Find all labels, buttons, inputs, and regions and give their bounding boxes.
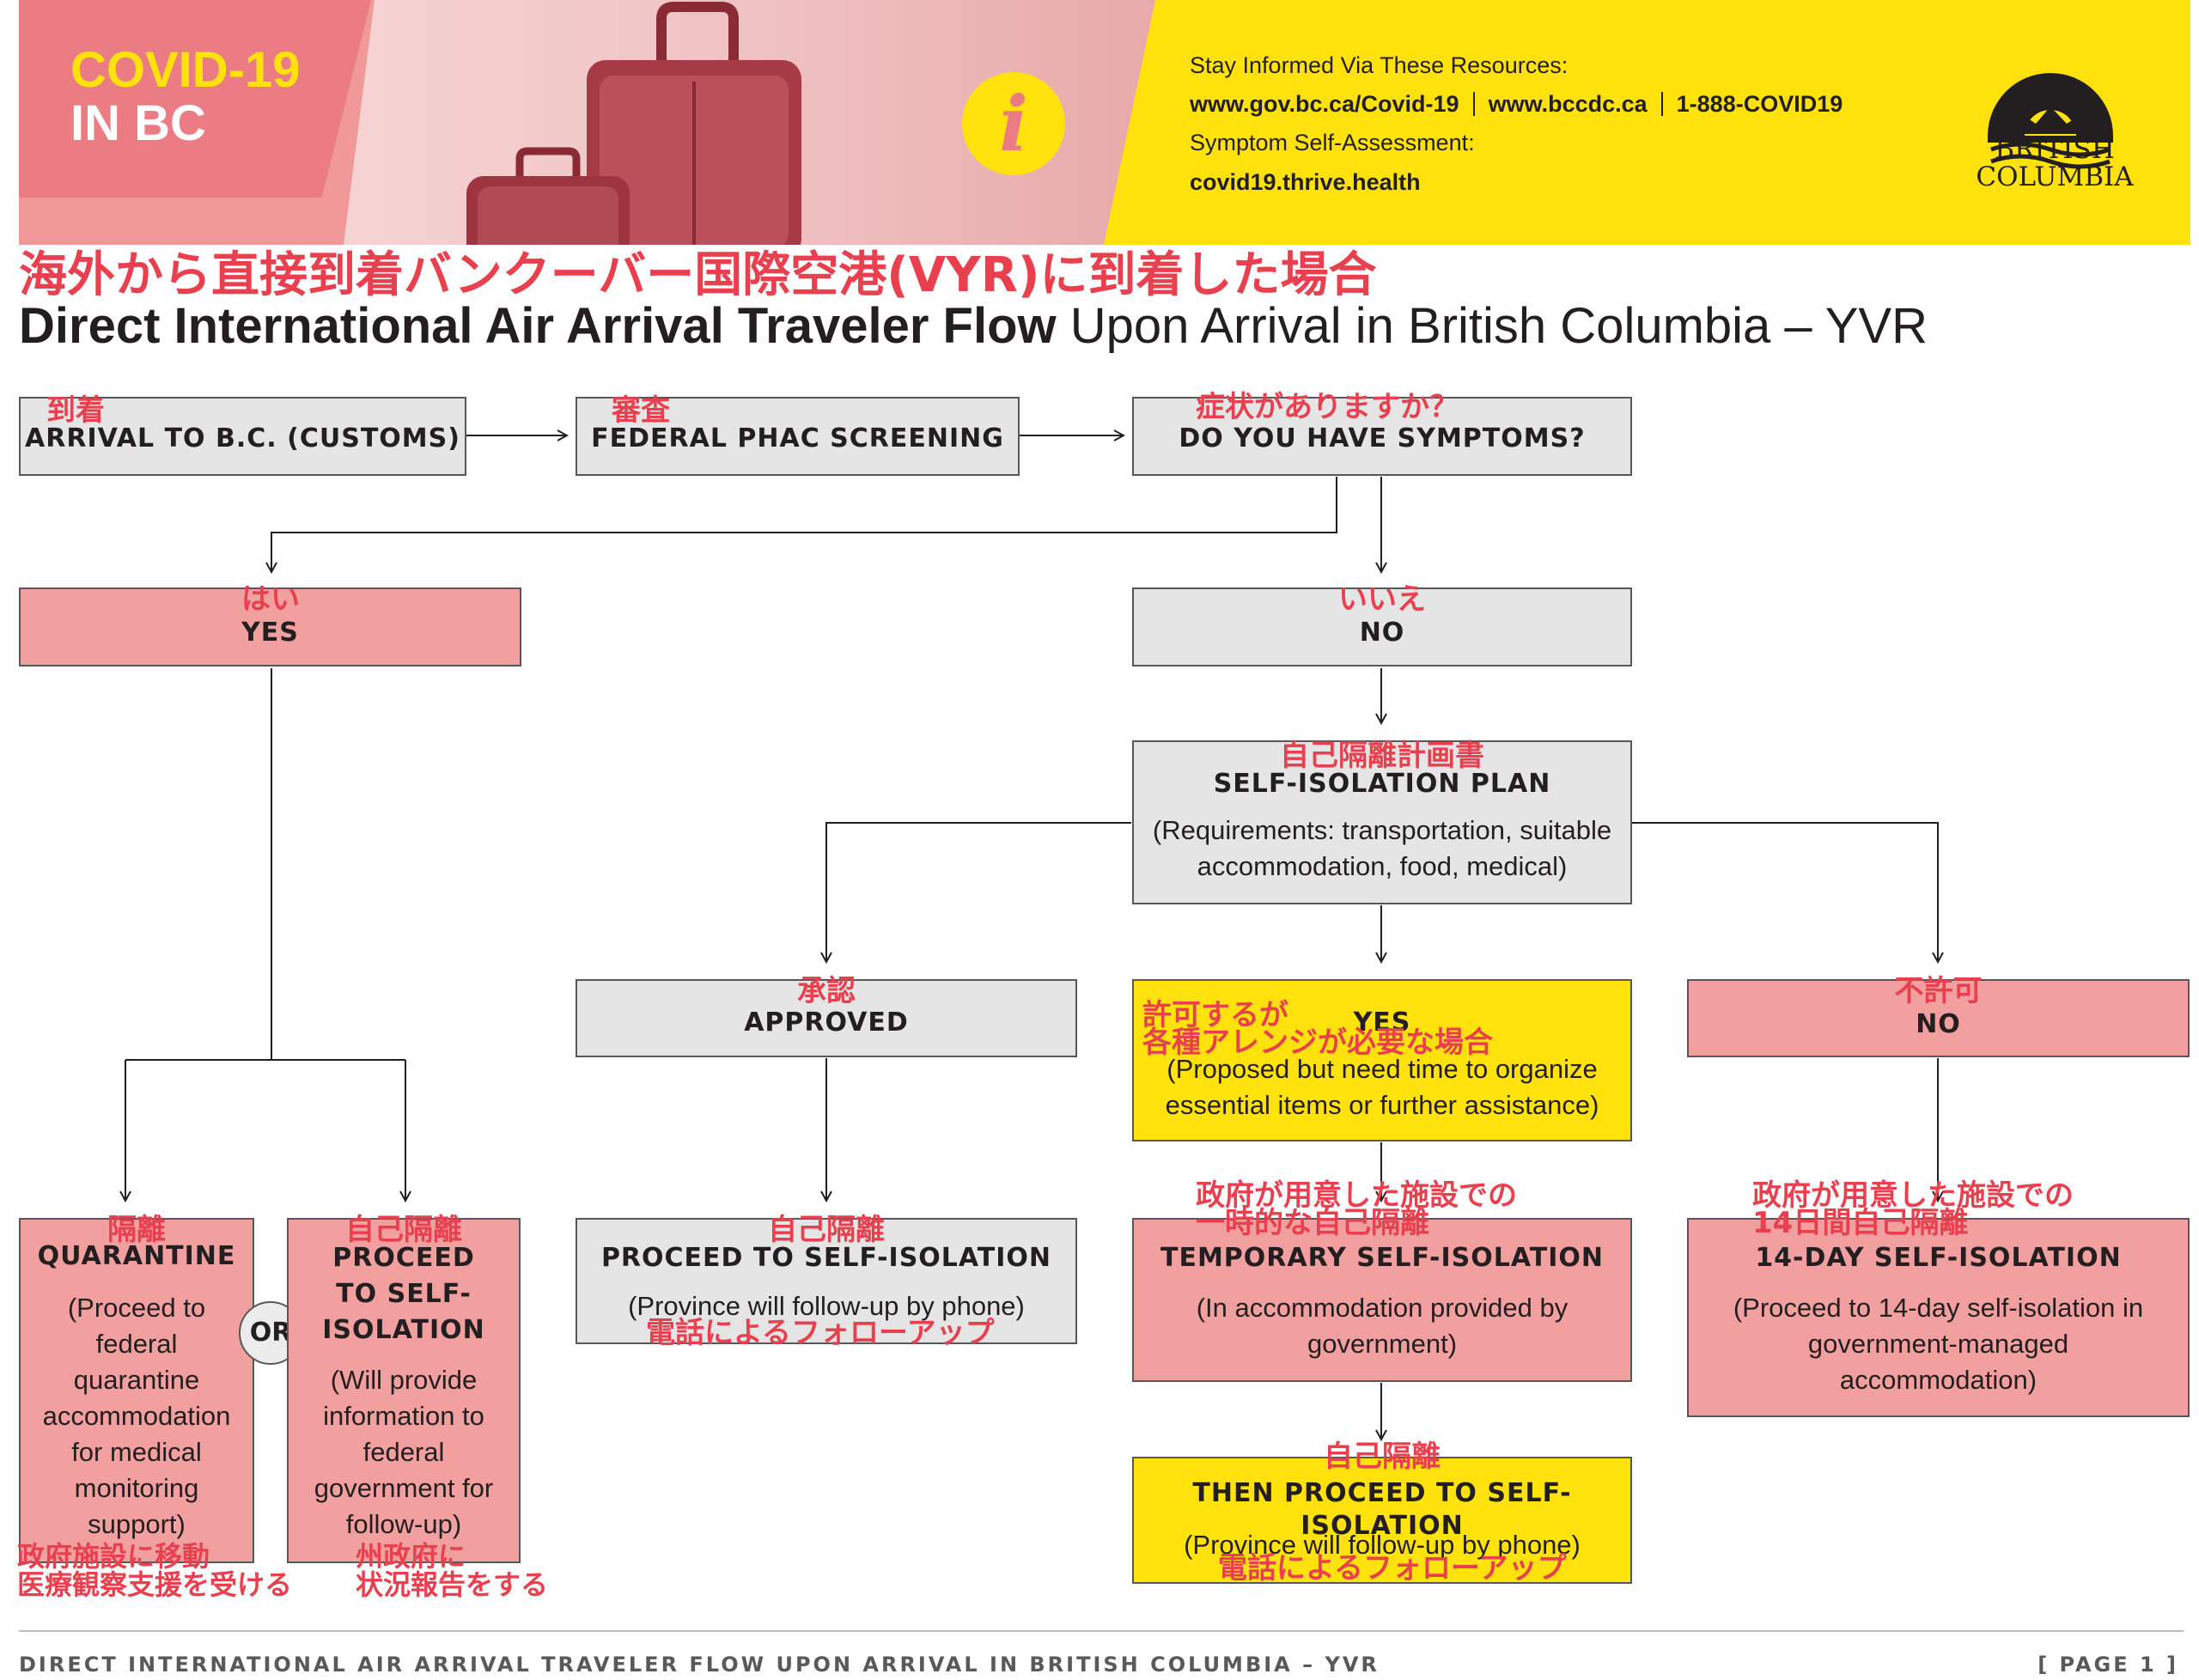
page-number: [ PAGE 1 ] <box>2038 1653 2178 1677</box>
node-fourteen-day: 14-DAY SELF-ISOLATION (Proceed to 14-day… <box>1687 1218 2190 1417</box>
node-plan-yes-jp: 許可するが 各種アレンジが必要な場合 <box>1142 998 1493 1060</box>
arrow-symptoms-yes <box>271 477 1337 572</box>
node-quarantine-note: 政府施設に移動 医療観察支援を受ける <box>17 1540 293 1601</box>
node-fourteen-day-jp: 政府が用意した施設での 14日間自己隔離 <box>1752 1178 2074 1240</box>
divider <box>1660 92 1663 116</box>
arrow-plan-approved <box>826 822 1131 962</box>
node-yes-jp: はい <box>241 582 300 617</box>
node-arrival-jp: 到着 <box>46 393 105 428</box>
node-then-proceed-note: 電話によるフォローアップ <box>1218 1551 1567 1586</box>
node-temporary: TEMPORARY SELF-ISOLATION (In accommodati… <box>1132 1218 1632 1382</box>
node-plan-no: NO <box>1687 979 2190 1057</box>
node-proceed-self-note: 州政府に 状況報告をする <box>356 1540 549 1601</box>
link-phone[interactable]: 1-888-COVID19 <box>1676 91 1843 117</box>
link-gov[interactable]: www.gov.bc.ca/Covid-19 <box>1190 91 1459 117</box>
node-screening: FEDERAL PHAC SCREENING <box>576 397 1020 476</box>
link-bccdc[interactable]: www.bccdc.ca <box>1488 91 1648 117</box>
badge-title: COVID-19 <box>70 42 301 98</box>
info-icon: i <box>962 72 1065 175</box>
resource-links: www.gov.bc.ca/Covid-19 www.bccdc.ca 1-888-… <box>1190 87 1843 121</box>
node-no: NO <box>1132 587 1632 667</box>
divider <box>1472 92 1475 116</box>
title-english: Direct International Air Arrival Travele… <box>19 298 1928 354</box>
arrow-plan-no <box>1631 822 1938 962</box>
resources-label: Stay Informed Via These Resources: <box>1190 52 1569 78</box>
node-symptoms-jp: 症状がありますか？ <box>1196 390 1459 424</box>
node-arrival: ARRIVAL TO B.C. (CUSTOMS) <box>19 397 466 476</box>
node-approved-proceed: PROCEED TO SELF-ISOLATION (Province will… <box>576 1218 1077 1344</box>
node-plan-no-jp: 不許可 <box>1894 974 1983 1008</box>
node-quarantine: QUARANTINE (Proceed to federal quarantin… <box>19 1218 254 1563</box>
bc-logo-icon <box>1988 73 2113 169</box>
node-screening-jp: 審査 <box>612 393 670 428</box>
node-approved-proceed-note: 電話によるフォローアップ <box>646 1316 995 1350</box>
node-plan: SELF-ISOLATION PLAN (Requirements: trans… <box>1132 740 1632 904</box>
node-then-proceed: THEN PROCEED TO SELF-ISOLATION (Province… <box>1132 1457 1632 1584</box>
footer-divider <box>19 1630 2184 1632</box>
title-japanese: 海外から直接到着バンクーバー国際空港(VYR)に到着した場合 <box>19 247 1377 303</box>
node-then-proceed-jp: 自己隔離 <box>1324 1440 1441 1474</box>
node-proceed-self: PROCEED TO SELF-ISOLATION (Will provide … <box>287 1218 521 1563</box>
node-quarantine-jp: 隔離 <box>107 1213 166 1247</box>
bc-logo-text: BRITISH COLUMBIA <box>1976 134 2134 192</box>
node-yes: YES <box>19 587 521 667</box>
assessment-url[interactable]: covid19.thrive.health <box>1190 169 1421 195</box>
footer-title: DIRECT INTERNATIONAL AIR ARRIVAL TRAVELE… <box>19 1653 1380 1677</box>
node-plan-jp: 自己隔離計画書 <box>1280 739 1484 773</box>
assessment-label: Symptom Self-Assessment: <box>1190 130 1475 155</box>
node-temporary-jp: 政府が用意した施設での 一時的な自己隔離 <box>1196 1178 1517 1240</box>
badge-subtitle: IN BC <box>70 95 206 151</box>
node-approved-jp: 承認 <box>797 974 856 1008</box>
node-approved-proceed-jp: 自己隔離 <box>768 1213 885 1247</box>
node-plan-yes: YES (Proposed but need time to organize … <box>1132 979 1632 1141</box>
node-symptoms: DO YOU HAVE SYMPTOMS? <box>1132 397 1632 476</box>
node-approved: APPROVED <box>576 979 1077 1057</box>
node-proceed-self-jp: 自己隔離 <box>345 1213 462 1247</box>
node-no-jp: いいえ <box>1338 582 1426 617</box>
covid-badge <box>19 0 371 198</box>
